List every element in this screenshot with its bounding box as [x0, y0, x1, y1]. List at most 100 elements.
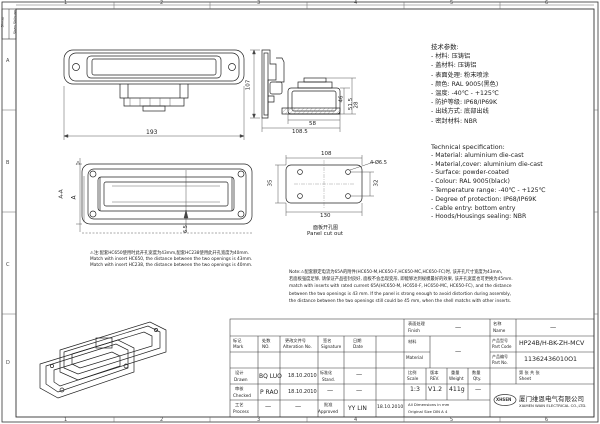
note-right-line: 若面板强度足够, 请保证产品密封良好, 面板不会出现变形, 即能够达到规模最好的…	[289, 277, 513, 283]
side-dims	[250, 49, 356, 132]
note-left-line: Match with insert HC238, the distance be…	[90, 263, 253, 269]
dim-label-46: 46	[338, 95, 345, 103]
rev-label-en: REV.	[430, 376, 440, 381]
iso-view	[39, 321, 167, 399]
weight-value: 411g	[449, 386, 465, 393]
spec-en: Technical specification: - Material: alu…	[431, 143, 546, 222]
part-no-label-cn: 产品编号	[492, 354, 508, 359]
company-name-cn: 厦门维恩电气有限公司	[519, 395, 584, 403]
cutout-caption-en: Panel cut out	[307, 231, 344, 237]
grid-num-5: 5	[450, 0, 454, 6]
checked-name: P RAO	[260, 389, 279, 396]
scale-label-en: Scale	[407, 376, 419, 381]
rev-label-cn: 版本	[430, 370, 439, 375]
spec-cn-line: - 表面处理: 粉末喷涂	[431, 71, 489, 79]
note-left-line: ⚠注:配套HC650使用时此开孔宽度为43mm,配套HC238使用此开孔宽度为4…	[90, 251, 250, 256]
spec-en-line: - Hoods/Housings sealing: NBR	[431, 213, 527, 221]
spec-cn-line: - 温度: -40℃ - +125℃	[431, 90, 499, 98]
material-label-en: Material	[406, 355, 424, 360]
grid-letter-c: C	[6, 262, 10, 268]
dim-label-35: 35	[267, 179, 274, 187]
dim-193	[63, 86, 245, 140]
col-mark-en: Mark	[233, 344, 244, 349]
scale-label-cn: 比例	[408, 370, 417, 375]
col-doc-cn: 更改文件号	[285, 338, 306, 343]
spec-cn-line: - 材料: 压铸铝	[431, 53, 471, 61]
front-dims	[75, 158, 252, 234]
qty-value: —	[475, 386, 482, 393]
checked-extra: —	[327, 387, 334, 394]
sheet-label-en: Sheet	[519, 376, 532, 381]
material-label-cn: 材料	[408, 339, 417, 344]
note-right: Note:⚠配套额定电流为65A的附件(HC650-M,HC650-F,HC65…	[289, 269, 513, 305]
dim-label-108: 108	[321, 151, 332, 157]
rev-value: V1.2	[428, 386, 443, 393]
spec-cn-line: - 盖材料: 压铸铝	[431, 62, 477, 70]
spec-cn: 技术参数: - 材料: 压铸铝 - 盖材料: 压铸铝 - 表面处理: 粉末喷涂 …	[431, 43, 499, 126]
spec-en-line: - Material: aluminium die-cast	[431, 151, 524, 159]
company-name-en: XIAMEN WAIN ELECTRICAL CO.,LTD.	[519, 403, 587, 408]
name-label-en: Name	[493, 328, 506, 333]
spec-cn-line: - 密封材料: NBR	[431, 117, 478, 125]
corner-stamp-1: Shnsp	[0, 16, 5, 28]
note-right-line: the distance between the two openings st…	[289, 298, 512, 304]
drawn-label-cn: 设计	[235, 370, 244, 375]
spec-en-line: - Colour: RAL 9005(black)	[431, 178, 510, 186]
approved-date: 18.10.2010	[377, 405, 404, 410]
cutout-caption-cn: 面板开孔图	[313, 225, 339, 231]
finish-label-cn: 表面处理	[408, 321, 425, 326]
dim-label-holes: 4-Ø6.5	[370, 160, 387, 166]
grid-num-1-bottom: 1	[64, 417, 68, 423]
dim-label-130: 130	[320, 213, 331, 219]
dim-label-6-5: 6.5	[182, 225, 189, 233]
qty-label-en: Qty.	[473, 376, 482, 381]
side-view	[261, 49, 341, 119]
grid-letter-d: D	[6, 360, 10, 366]
stand-label-cn: 标准化	[320, 370, 332, 375]
top-view	[63, 49, 245, 112]
weight-label-cn: 重量	[451, 370, 460, 375]
approved-label-en: Approved	[318, 409, 339, 414]
col-sig-en: Signature	[321, 344, 342, 349]
note-right-line: Note:⚠配套额定电流为65A的附件(HC650-M,HC650-F,HC65…	[289, 270, 503, 275]
spec-cn-line: - 颜色: RAL 9005(黑色)	[431, 80, 499, 88]
col-doc-en: Alteration No.	[283, 344, 312, 349]
material-value: —	[455, 348, 462, 355]
spec-cn-title: 技术参数:	[431, 43, 459, 51]
grid-num-2-bottom: 2	[160, 417, 164, 423]
checked-date: 18.10.2010	[288, 389, 317, 395]
grid-letter-b: B	[6, 160, 10, 166]
grid-ruler-side	[2, 109, 598, 315]
drawn-date: 18.10.2010	[288, 373, 317, 379]
col-mark-cn: 标记	[233, 338, 242, 343]
dim-label-32: 32	[373, 179, 380, 187]
cutout-view	[285, 160, 363, 208]
weight-label-en: Weight	[449, 376, 464, 381]
process-date: —	[295, 403, 302, 410]
name-label-cn: 名称	[493, 321, 502, 326]
finish-label-en: Finish	[408, 328, 420, 333]
all-dims-note: All Dimensions in mm	[408, 402, 450, 407]
checked-extra-2: —	[356, 387, 363, 394]
note-right-line: match with inserts with rated current 65…	[289, 284, 512, 290]
grid-num-4-bottom: 4	[354, 417, 358, 423]
title-block-lines	[229, 318, 595, 418]
grid-num-3: 3	[257, 0, 261, 6]
grid-num-3-bottom: 3	[257, 417, 261, 423]
part-code-label-en: Part Code	[492, 344, 512, 349]
process-value: —	[265, 403, 272, 410]
col-no-en: NO.	[262, 344, 270, 349]
dim-label-28: 28	[353, 101, 360, 109]
col-sig-cn: 签名	[323, 338, 332, 343]
orig-size-note: Original Size DIN A 4	[408, 409, 448, 414]
note-left-line: Match with insert HC650, the distance be…	[90, 257, 253, 263]
dim-label-108-5: 108.5	[292, 129, 308, 135]
drawn-name: BQ LUO	[259, 373, 282, 380]
spec-en-line: - Surface: powder-coated	[431, 169, 509, 177]
qty-label-cn: 数量	[472, 370, 481, 375]
stand-label-en: Stand.	[322, 377, 335, 382]
corner-stamp-2: Shen Shihuan	[13, 9, 18, 35]
col-no-cn: 处数	[262, 338, 271, 343]
company-logo	[493, 394, 517, 406]
col-date-en: Date	[353, 344, 364, 349]
